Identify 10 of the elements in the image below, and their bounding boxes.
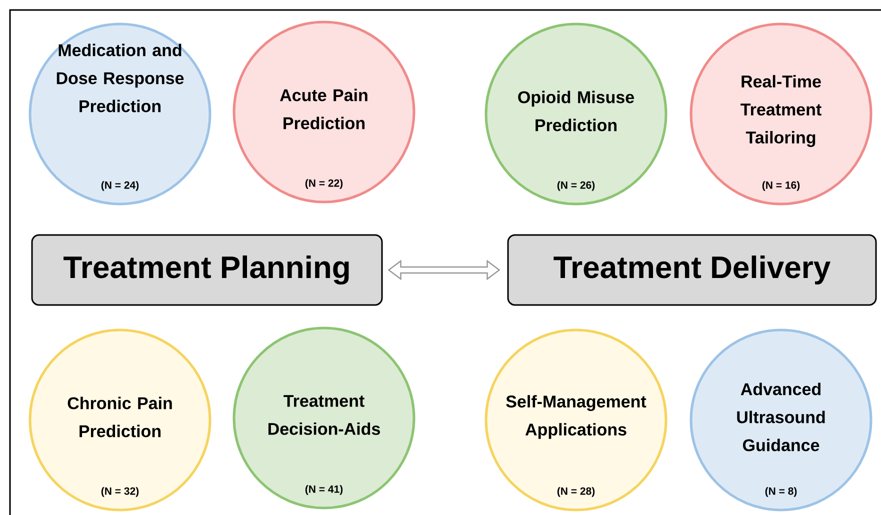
count-label: (N = 8) [765,487,797,497]
count-label: (N = 32) [101,487,139,497]
count-label: (N = 28) [557,487,595,497]
stage-box: Treatment Delivery [507,234,877,306]
count-label: (N = 22) [305,179,343,189]
count-label: (N = 16) [762,181,800,191]
stage-box: Treatment Planning [31,234,383,306]
count-label: (N = 41) [305,485,343,495]
count-label: (N = 24) [101,181,139,191]
count-label: (N = 26) [557,181,595,191]
